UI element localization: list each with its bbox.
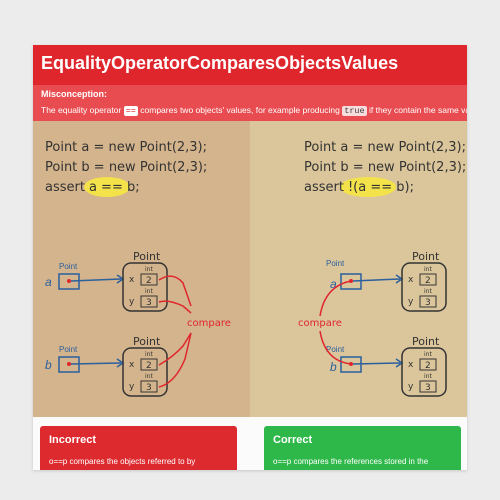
true-code: true <box>342 106 367 116</box>
ref-type-label-a: Point <box>59 262 78 271</box>
misconception-text-after: if they contain the same valu <box>366 105 467 115</box>
arrow-b <box>352 362 401 365</box>
object-a-x-label: x <box>129 275 135 285</box>
object-b-y-box <box>140 380 158 393</box>
correct-description: o==p compares the references stored in t… <box>273 457 429 466</box>
compare-label: compare <box>298 318 342 329</box>
operator-code: == <box>123 106 138 116</box>
assert-end: ; <box>410 180 414 195</box>
assert-line: assert !(a == b); <box>304 180 414 195</box>
correct-card[interactable]: Correct o==p compares the references sto… <box>264 426 461 470</box>
arrow-b <box>70 362 122 365</box>
incorrect-illustration: Point a = new Point(2,3); Point b = new … <box>33 121 250 417</box>
object-b-y-type: int <box>145 373 153 380</box>
object-a-y-type: int <box>145 288 153 295</box>
assert-expression: a == b <box>89 180 135 195</box>
ref-dot-a <box>67 279 71 283</box>
code-line-2: Point b = new Point(2,3); <box>304 160 466 175</box>
misconception-text-middle: compares two objects' values, for exampl… <box>137 105 343 115</box>
object-b-box <box>122 347 168 397</box>
object-a-y-box <box>419 295 437 308</box>
object-b-x-box <box>419 358 437 371</box>
incorrect-description: o==p compares the objects referred to by… <box>49 457 196 466</box>
page-title: EqualityOperatorComparesObjectsValues <box>41 53 399 73</box>
object-a-label: Point <box>133 250 161 263</box>
ref-type-label-b: Point <box>59 345 78 354</box>
var-a-box <box>58 273 80 290</box>
var-a-label: a <box>45 275 52 289</box>
object-a-x-value: 2 <box>146 276 152 286</box>
object-a-y-type: int <box>424 288 432 295</box>
object-b-x-label: x <box>408 360 414 370</box>
arrow-a <box>352 278 401 282</box>
var-b-label: b <box>45 358 52 372</box>
code-line-2: Point b = new Point(2,3); <box>45 160 207 175</box>
object-a-x-label: x <box>408 275 414 285</box>
assert-keyword: assert <box>304 180 344 195</box>
object-a-label: Point <box>412 250 440 263</box>
object-b-x-type: int <box>424 351 432 358</box>
object-b-y-value: 3 <box>146 383 152 393</box>
object-b-box <box>401 347 447 397</box>
compare-line-bx <box>158 332 192 366</box>
assert-end: ; <box>135 180 139 195</box>
ref-dot-b <box>67 362 71 366</box>
compare-line-ay <box>158 300 192 314</box>
object-b-x-value: 2 <box>146 361 152 371</box>
object-b-label: Point <box>133 335 161 348</box>
object-a-y-box <box>140 295 158 308</box>
misconception-text-before: The equality operator <box>41 105 124 115</box>
assert-expression: !(a == b) <box>348 180 410 195</box>
assert-line: assert a == b; <box>45 180 140 195</box>
object-b-y-box <box>419 380 437 393</box>
assert-highlight <box>84 177 130 197</box>
header-bar: EqualityOperatorComparesObjectsValues <box>33 45 467 85</box>
object-b-x-type: int <box>145 351 153 358</box>
object-b-y-label: y <box>129 382 135 392</box>
compare-line-a <box>319 280 352 317</box>
object-b-y-label: y <box>408 382 414 392</box>
object-b-x-label: x <box>129 360 135 370</box>
var-a-label: a <box>330 277 337 291</box>
incorrect-card[interactable]: Incorrect o==p compares the objects refe… <box>40 426 237 470</box>
object-b-y-type: int <box>424 373 432 380</box>
var-b-label: b <box>330 360 337 374</box>
misconception-card: EqualityOperatorComparesObjectsValues Mi… <box>33 45 467 470</box>
object-a-y-label: y <box>129 297 135 307</box>
object-a-y-label: y <box>408 297 414 307</box>
object-b-x-box <box>140 358 158 371</box>
assert-highlight <box>340 177 396 197</box>
ref-type-label-b: Point <box>326 345 345 354</box>
object-a-x-type: int <box>424 266 432 273</box>
object-a-x-value: 2 <box>425 276 431 286</box>
object-a-x-type: int <box>145 266 153 273</box>
results-area: Incorrect o==p compares the objects refe… <box>33 417 467 470</box>
code-line-1: Point a = new Point(2,3); <box>45 140 207 155</box>
misconception-text: The equality operator == compares two ob… <box>41 105 467 116</box>
compare-label: compare <box>187 318 231 329</box>
object-b-x-value: 2 <box>425 361 431 371</box>
misconception-label: Misconception: <box>41 89 108 99</box>
misconception-bar: Misconception: The equality operator == … <box>33 85 467 121</box>
object-a-y-value: 3 <box>146 298 152 308</box>
object-a-y-value: 3 <box>425 298 431 308</box>
code-line-1: Point a = new Point(2,3); <box>304 140 466 155</box>
object-a-x-box <box>140 273 158 286</box>
object-a-x-box <box>419 273 437 286</box>
ref-type-label-a: Point <box>326 259 345 268</box>
compare-line-by <box>158 332 192 388</box>
object-a-box <box>122 262 168 312</box>
compare-line-ax <box>158 275 192 307</box>
correct-illustration: Point a = new Point(2,3); Point b = new … <box>250 121 467 417</box>
compare-line-b <box>319 330 352 365</box>
object-b-y-value: 3 <box>425 383 431 393</box>
var-a-box <box>340 273 362 290</box>
incorrect-title: Incorrect <box>49 434 97 446</box>
object-b-label: Point <box>412 335 440 348</box>
arrow-a <box>70 278 122 282</box>
assert-keyword: assert <box>45 180 85 195</box>
correct-title: Correct <box>273 434 313 446</box>
object-a-box <box>401 262 447 312</box>
